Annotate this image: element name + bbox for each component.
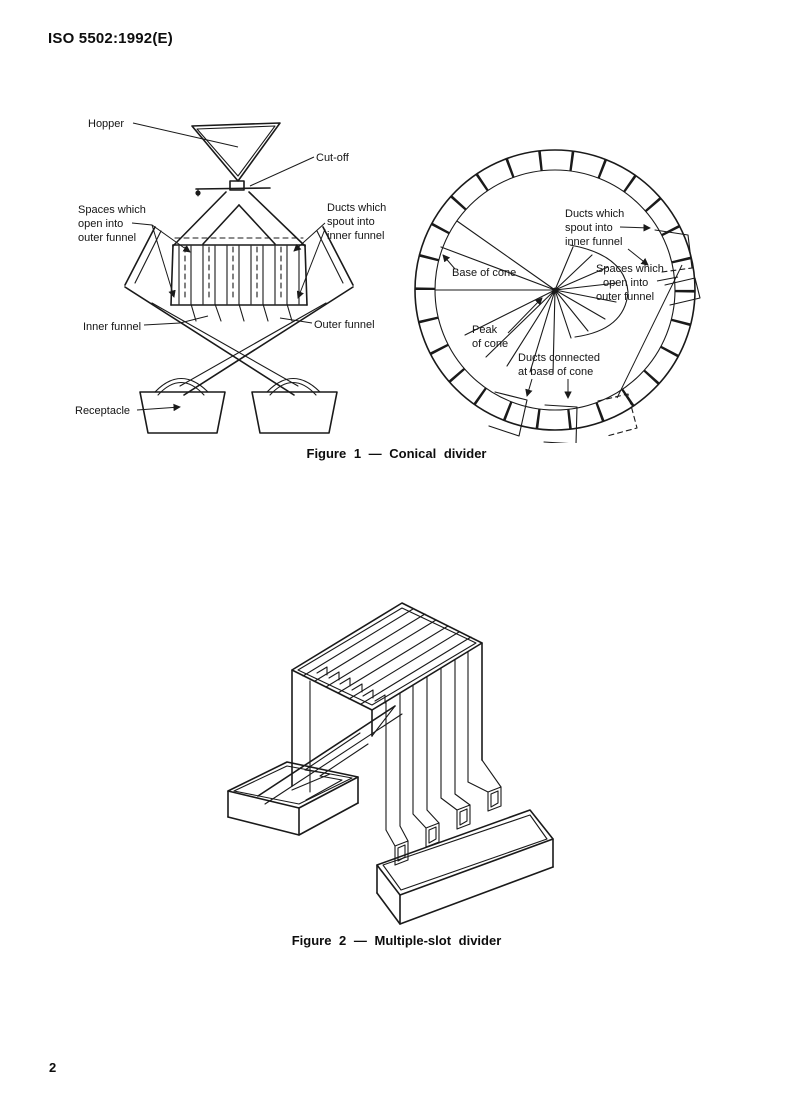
page-number: 2 [49,1060,57,1075]
leader-hopper [132,122,239,148]
label-plan-spaces-outer: Spaces which open into outer funnel [596,263,679,303]
figure1-drawing: Hopper Cut-off Spaces which open into ou… [75,118,701,443]
svg-text:open into: open into [78,218,123,230]
label-spaces-outer: Spaces which open into outer funnel [78,204,191,298]
multiple-slot-divider-drawing [227,602,554,925]
figure1-caption: Figure 1 — Conical divider [306,446,487,461]
svg-text:Spaces which: Spaces which [78,204,146,216]
label-plan-ducts-inner: Ducts which spout into inner funnel [565,208,651,266]
label-cutoff: Cut-off [316,152,350,164]
svg-text:Ducts connected: Ducts connected [518,352,600,364]
svg-text:at base of cone: at base of cone [518,366,593,378]
leader-base-of-cone [442,254,456,270]
leader-receptacle [136,403,181,412]
conical-divider-section-drawing [124,122,354,434]
leader-cutoff [249,156,315,187]
figure2-drawing [227,602,554,925]
label-hopper: Hopper [88,118,124,130]
svg-text:open into: open into [603,277,648,289]
label-peak-of-cone: Peak of cone [472,297,543,350]
svg-text:Ducts which: Ducts which [327,202,386,214]
section-labels: Hopper Cut-off Spaces which open into ou… [75,118,386,417]
plan-labels: Ducts which spout into inner funnel Base… [442,208,679,399]
label-base-of-cone: Base of cone [452,267,516,279]
label-ducts-inner: Ducts which spout into inner funnel [293,202,386,299]
svg-text:inner funnel: inner funnel [565,236,623,248]
leader-inner-funnel [143,315,209,326]
leader-outer-funnel [279,317,313,324]
svg-text:of cone: of cone [472,338,508,350]
svg-text:outer funnel: outer funnel [596,291,654,303]
page-header: ISO 5502:1992(E) [48,30,173,47]
label-inner-funnel: Inner funnel [83,321,141,333]
label-outer-funnel: Outer funnel [314,319,375,331]
label-ducts-connected: Ducts connected at base of cone [518,352,600,399]
conical-divider-plan-drawing [414,149,701,443]
svg-text:outer funnel: outer funnel [78,232,136,244]
svg-text:inner funnel: inner funnel [327,230,385,242]
label-receptacle: Receptacle [75,405,130,417]
svg-text:Ducts which: Ducts which [565,208,624,220]
svg-text:spout into: spout into [327,216,375,228]
svg-text:spout into: spout into [565,222,613,234]
svg-text:Spaces which: Spaces which [596,263,664,275]
figure2-caption: Figure 2 — Multiple-slot divider [291,933,502,948]
svg-text:Peak: Peak [472,324,498,336]
